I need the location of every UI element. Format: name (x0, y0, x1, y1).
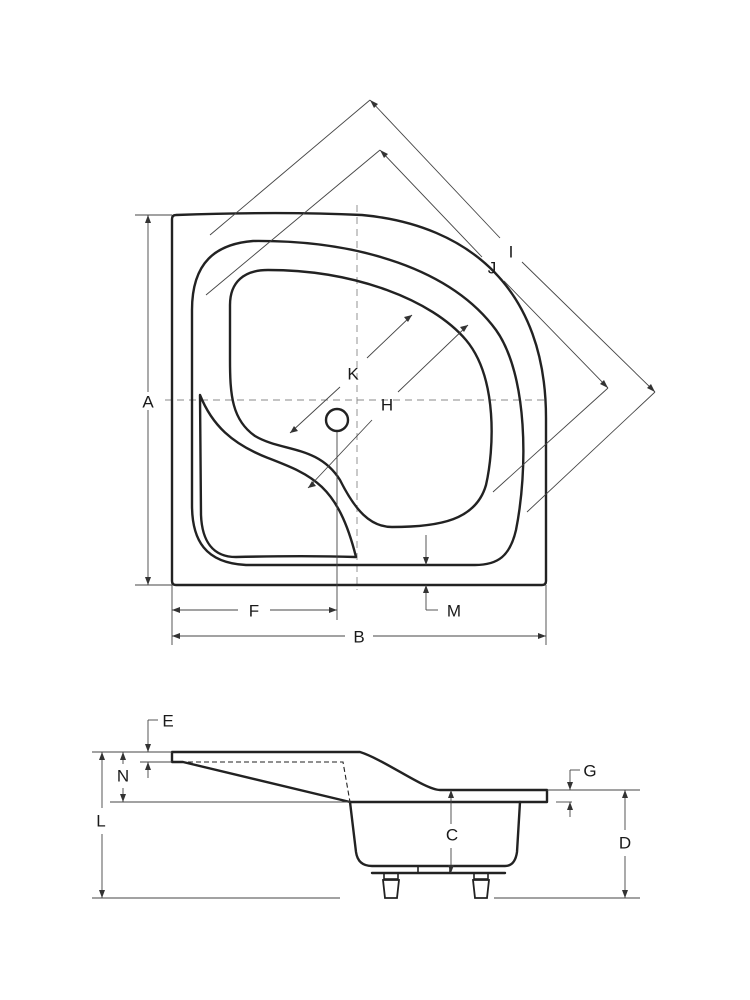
dimension-label-n: N (117, 767, 129, 786)
tub-side-basin (348, 800, 522, 868)
dimension-label-h: H (381, 396, 393, 415)
tub-inner-rim (190, 239, 525, 567)
dimension-label-k: K (347, 365, 359, 384)
dimension-label-e: E (162, 712, 173, 731)
dimension-label-b: B (353, 628, 364, 647)
side-view: L N E G C D (92, 712, 640, 899)
dimension-label-g: G (583, 762, 596, 781)
foot-left (381, 872, 401, 899)
dimension-label-a: A (142, 393, 154, 412)
tub-seat (198, 393, 358, 559)
tub-side-profile (170, 750, 549, 804)
seat-hidden-line (180, 761, 351, 803)
tub-outer-rim (170, 211, 548, 587)
dimension-label-l: L (96, 812, 105, 831)
foot-right (471, 872, 491, 899)
dimension-label-c: C (446, 826, 458, 845)
dimension-label-d: D (619, 834, 631, 853)
tub-basin (228, 268, 493, 529)
drain-hole (324, 407, 350, 433)
top-view: A B F M K H (135, 99, 656, 647)
dimension-label-i: I (509, 243, 514, 262)
dimension-label-m: M (447, 602, 461, 621)
dimension-label-j: J (488, 259, 497, 278)
dimension-label-f: F (249, 602, 259, 621)
